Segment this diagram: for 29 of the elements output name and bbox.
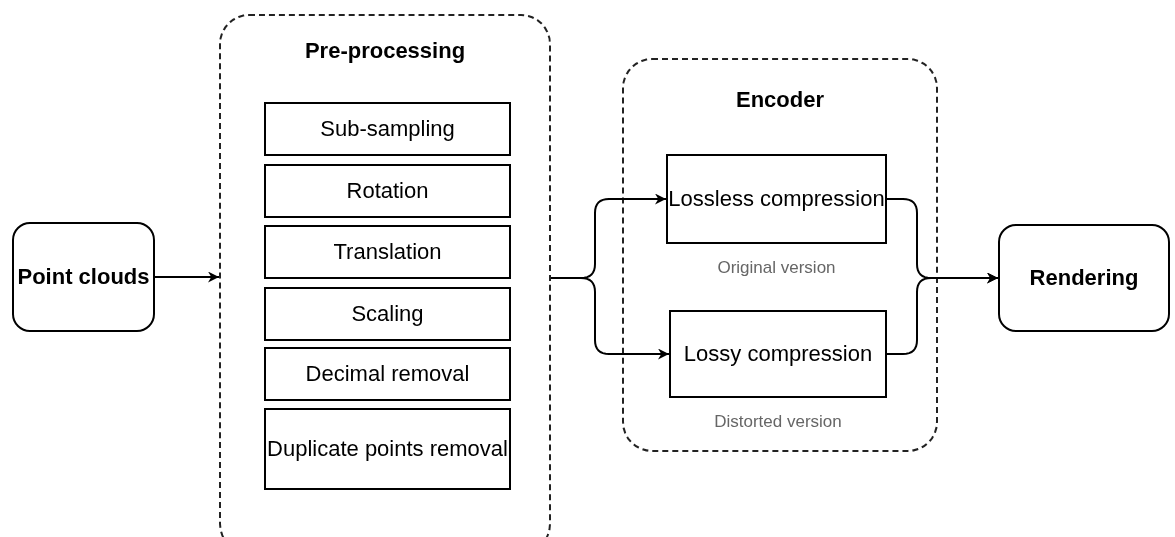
arrow [550, 277, 670, 360]
group-heading: Pre-processing [303, 38, 467, 64]
step-label: Rotation [346, 177, 429, 206]
step-label: Lossless compression [668, 185, 885, 214]
arrow [886, 272, 999, 355]
step-label: Lossy compression [683, 340, 873, 369]
process-box [669, 310, 887, 398]
process-box [264, 225, 511, 279]
process-box [264, 164, 511, 218]
process-box [264, 102, 511, 156]
rounded-box [12, 222, 155, 332]
process-box [264, 287, 511, 341]
group-container [622, 58, 938, 452]
group-container [219, 14, 551, 537]
step-label: Decimal removal [305, 360, 470, 389]
arrow [154, 271, 220, 283]
rounded-box [998, 224, 1170, 332]
step-label: Duplicate points removal [267, 435, 508, 464]
caption-text: Distorted version [713, 412, 843, 432]
process-box [666, 154, 887, 244]
node-label: Point clouds [17, 263, 150, 292]
process-box [264, 347, 511, 401]
step-label: Translation [333, 238, 442, 267]
process-box [264, 408, 511, 490]
node-label: Rendering [1029, 264, 1139, 293]
step-label: Scaling [351, 300, 424, 329]
group-heading: Encoder [735, 87, 825, 113]
step-label: Sub-sampling [320, 115, 455, 144]
caption-text: Original version [716, 258, 837, 278]
